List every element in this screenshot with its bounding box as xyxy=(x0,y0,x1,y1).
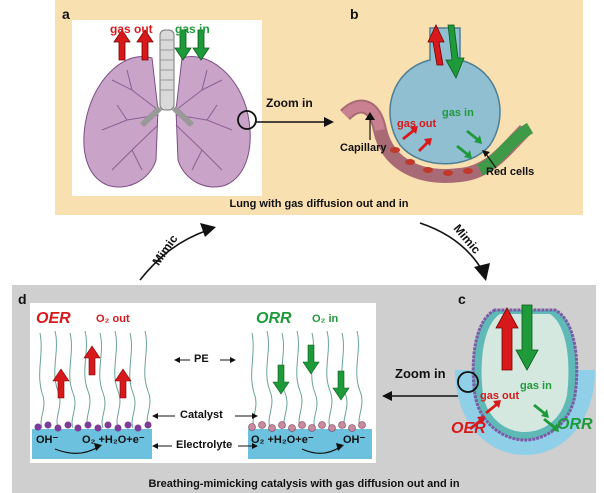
alveolus-gas-out-label: gas out xyxy=(397,118,437,130)
panel-a-label: a xyxy=(62,6,70,22)
caption-top: Lung with gas diffusion out and in xyxy=(229,198,409,210)
capillary-label: Capillary xyxy=(340,142,387,154)
left-eq-rhs: O₂ +H₂O+e⁻ xyxy=(82,434,145,446)
mimic-arrow-right xyxy=(419,222,490,281)
bio-alveolus-illustration xyxy=(455,304,595,455)
red-cells-pointer xyxy=(482,150,497,169)
panel-c-label: c xyxy=(458,291,466,307)
o2-in-label: O₂ in xyxy=(312,313,339,325)
bio-gas-in-label: gas in xyxy=(520,380,552,392)
mimic-arrow-left xyxy=(139,223,216,281)
lung-gas-in-label: gas in xyxy=(175,22,210,36)
zoom-arrow-bottom xyxy=(382,391,460,401)
panel-d-label: d xyxy=(18,291,27,307)
zoom-in-label-top: Zoom in xyxy=(266,96,313,110)
electrolyte-label: Electrolyte xyxy=(176,439,233,451)
alveolus-gas-in-label: gas in xyxy=(442,107,474,119)
right-eq-lhs: O₂ +H₂O+e⁻ xyxy=(251,434,314,446)
panel-c-orr-label: ORR xyxy=(557,416,593,433)
caption-bottom: Breathing-mimicking catalysis with gas d… xyxy=(148,478,460,490)
zoom-arrow-top xyxy=(256,117,334,127)
capillary-pointer xyxy=(365,112,375,140)
lung-gas-out-label: gas out xyxy=(110,22,153,36)
panel-d-orr-label: ORR xyxy=(256,310,292,327)
left-eq-ion: OH⁻ xyxy=(36,434,59,446)
catalyst-label: Catalyst xyxy=(180,409,223,421)
electrode-illustration xyxy=(32,330,372,459)
red-cells-label: Red cells xyxy=(486,166,535,178)
panel-c-oer-label: OER xyxy=(451,420,486,437)
right-eq-ion: OH⁻ xyxy=(343,434,366,446)
zoom-in-label-bottom: Zoom in xyxy=(395,366,446,381)
lung-illustration xyxy=(83,29,257,188)
bio-gas-out-label: gas out xyxy=(480,390,520,402)
alveolus-illustration xyxy=(340,24,534,183)
panel-d-oer-label: OER xyxy=(36,310,71,327)
panel-b-label: b xyxy=(350,6,359,22)
o2-out-label: O₂ out xyxy=(96,313,130,325)
pe-label: PE xyxy=(194,353,209,365)
